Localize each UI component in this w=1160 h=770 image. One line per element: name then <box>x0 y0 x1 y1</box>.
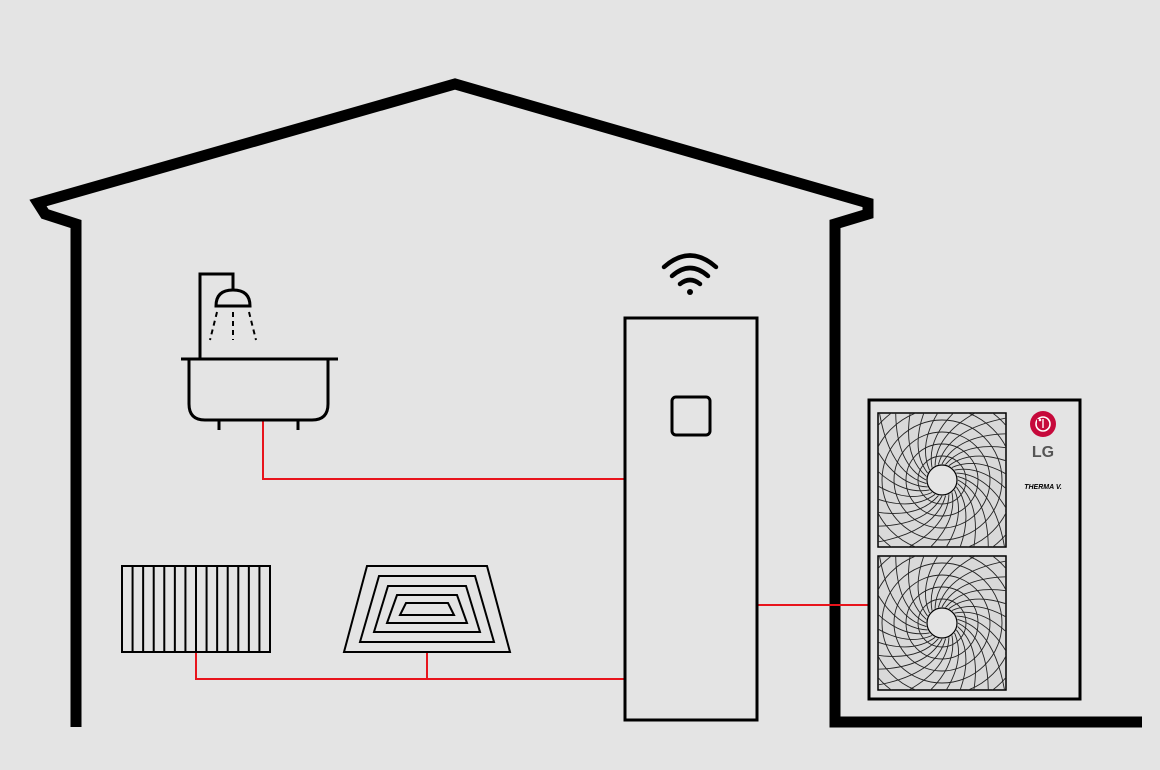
shower-icon <box>198 272 257 359</box>
radiator-icon <box>121 565 271 653</box>
fan-top <box>877 412 1007 548</box>
control-panel <box>670 395 712 437</box>
house-outline <box>29 78 1142 728</box>
lg-logo-icon <box>1030 411 1056 437</box>
pipe-radiator <box>195 652 625 680</box>
brand-label: LG <box>1032 444 1054 461</box>
product-label: THERMA V. <box>1024 484 1062 491</box>
pipes <box>195 421 869 680</box>
outdoor-unit-icon: LG THERMA V. <box>867 398 1082 701</box>
wifi-icon <box>661 253 719 295</box>
underfloor-heating-icon <box>342 565 512 653</box>
pipe-bath <box>262 421 625 480</box>
bathtub-icon <box>181 357 338 430</box>
fan-hub <box>926 607 958 639</box>
fan-bottom <box>877 555 1007 691</box>
fan-hub <box>926 464 958 496</box>
roof <box>29 78 1142 728</box>
indoor-unit-icon <box>623 316 759 722</box>
